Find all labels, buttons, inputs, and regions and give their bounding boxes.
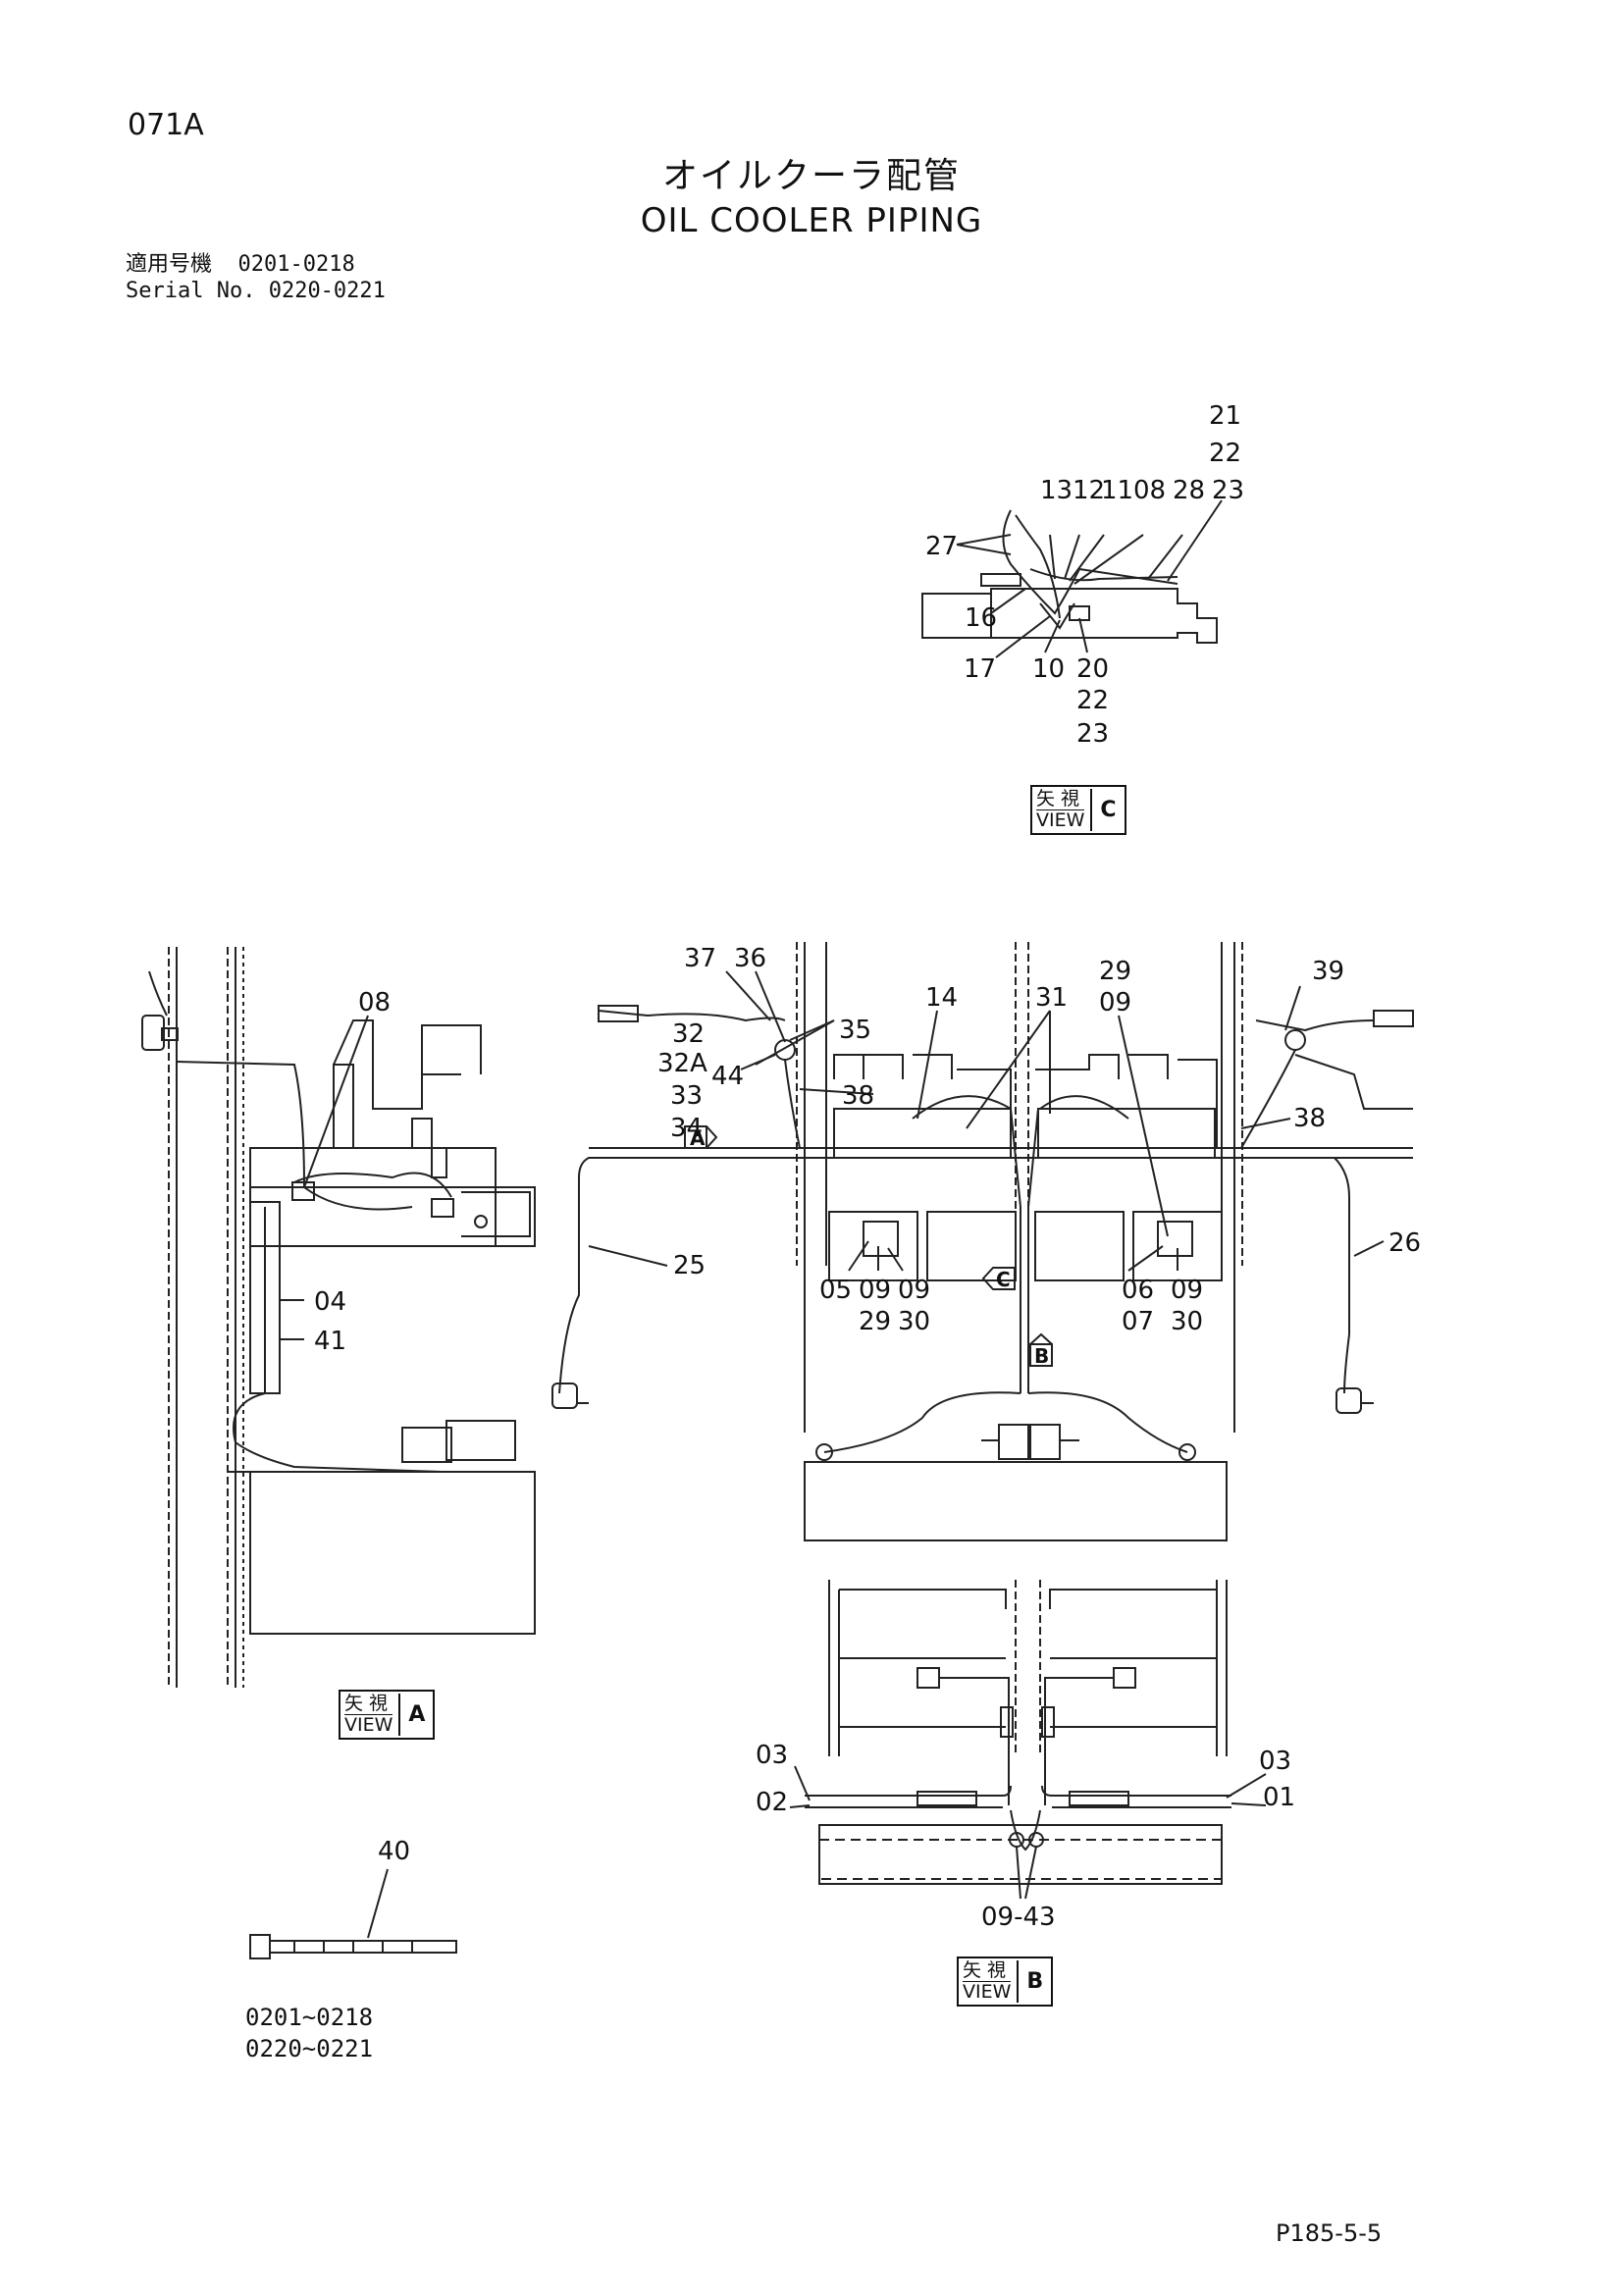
callout-20: 20 [1076, 654, 1109, 684]
serial-label-jp: 適用号機 [126, 252, 213, 277]
view-b-kanji: 矢 視 [963, 1960, 1012, 1982]
callout-27: 27 [925, 532, 958, 561]
serial-range-1: 0201-0218 [237, 252, 355, 277]
callout-32: 32 [672, 1019, 705, 1049]
callout-03-right: 03 [1259, 1747, 1291, 1776]
view-marker-b: B [1034, 1344, 1049, 1368]
callout-16: 16 [965, 603, 997, 633]
view-markers [684, 1125, 1053, 1367]
view-a-drawing [141, 947, 536, 1688]
view-b-text: VIEW [963, 1981, 1012, 2003]
part-40-drawing [249, 1868, 457, 1959]
page-title: OIL COOLER PIPING [640, 201, 983, 240]
callout-13: 13 [1040, 476, 1073, 505]
callout-29-top: 29 [1099, 957, 1131, 986]
page-title-japanese: オイルクーラ配管 [661, 156, 961, 196]
callout-17: 17 [964, 654, 996, 684]
callout-12: 12 [1073, 476, 1105, 505]
view-a-letter: A [408, 1702, 426, 1727]
view-c-text: VIEW [1036, 809, 1085, 831]
part-40-range-1: 0201~0218 [245, 2004, 374, 2031]
callout-11: 11 [1101, 476, 1133, 505]
callout-23-bottom: 23 [1076, 719, 1109, 749]
callout-09-a: 09 [859, 1276, 891, 1305]
callout-07: 07 [1122, 1307, 1154, 1336]
serial-label-en: Serial No. [126, 279, 256, 303]
callout-08-view-a: 08 [358, 988, 391, 1018]
callout-09-c: 09 [1171, 1276, 1203, 1305]
view-c-drawing [921, 499, 1223, 658]
callout-02: 02 [756, 1788, 788, 1817]
callout-29-bottom: 29 [859, 1307, 891, 1336]
callout-38-right: 38 [1293, 1104, 1326, 1133]
page-code: 071A [128, 108, 204, 142]
part-40-serial-ranges: 0201~0218 0220~0221 [245, 2002, 373, 2064]
callout-41: 41 [314, 1327, 346, 1356]
serial-info: 適用号機 0201-0218 Serial No. 0220-0221 [126, 251, 386, 304]
callout-14: 14 [925, 983, 958, 1013]
callout-33: 33 [670, 1081, 703, 1111]
callout-22-top: 22 [1209, 439, 1241, 468]
callout-26: 26 [1388, 1228, 1421, 1258]
view-marker-a: A [690, 1126, 706, 1150]
callout-25: 25 [673, 1251, 706, 1280]
view-marker-c: C [996, 1268, 1011, 1291]
view-c-letter: C [1100, 798, 1117, 822]
callout-39: 39 [1312, 957, 1344, 986]
callout-44: 44 [711, 1062, 744, 1091]
callout-09-43: 09-43 [981, 1903, 1056, 1932]
callout-34: 34 [670, 1114, 703, 1143]
view-b-drawing [789, 1580, 1267, 1900]
callout-30-left: 30 [898, 1307, 930, 1336]
callout-01: 01 [1263, 1783, 1295, 1812]
callout-05: 05 [819, 1276, 852, 1305]
callout-30-right: 30 [1171, 1307, 1203, 1336]
callout-31: 31 [1035, 983, 1068, 1013]
page-reference: P185-5-5 [1276, 2219, 1383, 2247]
callout-22-bottom: 22 [1076, 686, 1109, 715]
callout-37: 37 [684, 944, 716, 973]
callout-10: 10 [1032, 654, 1065, 684]
view-a-text: VIEW [344, 1714, 393, 1736]
callout-21: 21 [1209, 401, 1241, 431]
callout-06: 06 [1122, 1276, 1154, 1305]
callout-03-left: 03 [756, 1741, 788, 1770]
view-b-letter: B [1026, 1969, 1044, 1994]
view-c-kanji: 矢 視 [1036, 789, 1085, 810]
callout-36: 36 [734, 944, 766, 973]
callout-38-left: 38 [842, 1081, 874, 1111]
main-view-drawing [551, 942, 1414, 1541]
callout-40: 40 [378, 1837, 410, 1866]
view-a-kanji: 矢 視 [344, 1694, 393, 1715]
callout-09-top: 09 [1099, 988, 1131, 1018]
part-40-range-2: 0220~0221 [245, 2035, 374, 2062]
callout-09-b: 09 [898, 1276, 930, 1305]
callout-08-view-c: 08 [1133, 476, 1166, 505]
callout-23-top: 23 [1212, 476, 1244, 505]
callout-35: 35 [839, 1016, 871, 1045]
callout-32a: 32A [657, 1049, 707, 1078]
serial-range-2: 0220-0221 [268, 279, 386, 303]
callout-28: 28 [1173, 476, 1205, 505]
callout-04: 04 [314, 1287, 346, 1317]
